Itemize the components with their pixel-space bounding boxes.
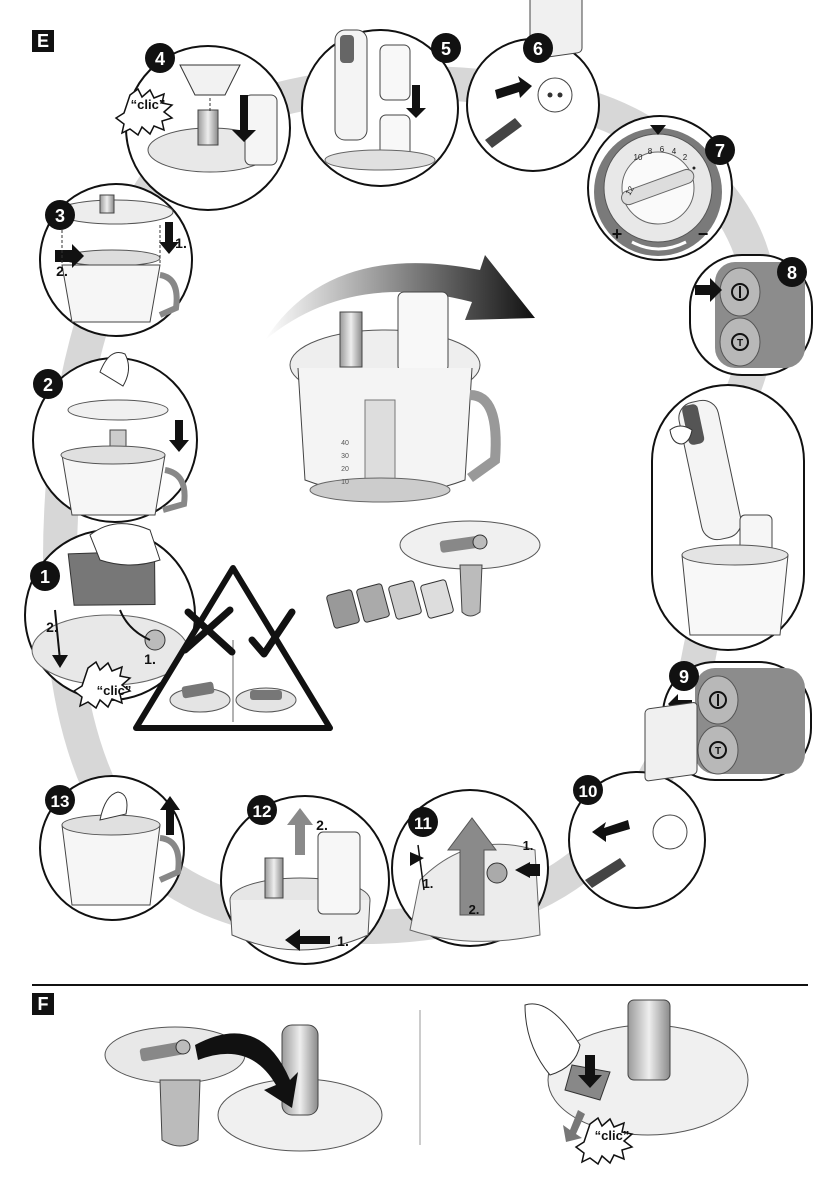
dial-tick-2: 2 — [683, 153, 688, 162]
cross-icon — [181, 606, 236, 656]
step-13-panel — [39, 775, 185, 921]
step-7-number: 7 — [715, 141, 725, 161]
step-8-number: 8 — [787, 263, 797, 283]
dial-tick-dot: ● — [692, 165, 696, 172]
center-rotate-arrow — [265, 255, 535, 340]
svg-text:T: T — [737, 338, 743, 349]
center-disc-and-inserts — [326, 520, 541, 629]
step-9-panel: T — [662, 661, 812, 781]
clic-label-f: “clic” — [595, 1128, 630, 1143]
dial-minus: − — [698, 224, 709, 244]
svg-text:T: T — [715, 746, 721, 757]
check-icon — [248, 608, 296, 658]
step-11-label-2: 2. — [469, 902, 480, 917]
step-12-label-1: 1. — [337, 933, 349, 949]
blender-on-processor-panel — [651, 384, 805, 651]
clic-label-4: “clic” — [131, 97, 166, 112]
dial-plus: + — [612, 224, 623, 244]
clic-burst-1 — [72, 660, 132, 710]
step-1-label-1: 1. — [144, 651, 156, 667]
step-8-panel: T — [689, 254, 813, 376]
step-11-label-1-right: 1. — [523, 838, 534, 853]
step-3-label-1: 1. — [175, 235, 187, 251]
step-4-number: 4 — [155, 49, 165, 69]
f-left-illustration — [104, 1024, 383, 1152]
step-6-panel — [466, 0, 600, 172]
step-13-number: 13 — [51, 792, 70, 811]
step-4-badge — [145, 43, 175, 73]
bowl-mark-20: 20 — [341, 466, 349, 473]
step-12-label-2: 2. — [316, 817, 328, 833]
step-5-panel — [301, 29, 459, 187]
step-1-panel — [24, 523, 196, 701]
clic-burst-4 — [114, 87, 174, 137]
step-1-label-2: 2. — [46, 619, 58, 635]
step-11-label-1-left: 1. — [423, 876, 434, 891]
step-3-label-2: 2. — [56, 263, 68, 279]
step-1-number: 1 — [40, 567, 50, 587]
step-9-number: 9 — [679, 667, 689, 687]
step-7-panel — [587, 115, 733, 261]
clic-label-1: “clic” — [97, 683, 132, 698]
dial-tick-4: 4 — [672, 147, 677, 156]
step-10-number: 10 — [579, 782, 598, 801]
step-3-number: 3 — [55, 206, 65, 226]
center-food-processor — [289, 291, 501, 503]
bowl-mark-30: 30 — [341, 453, 349, 460]
step-2-number: 2 — [43, 375, 53, 395]
step-10-panel — [568, 702, 706, 909]
step-2-panel — [32, 352, 198, 523]
step-3-panel — [39, 183, 193, 337]
step-5-number: 5 — [441, 39, 451, 59]
step-4-panel — [125, 45, 291, 211]
step-12-number: 12 — [253, 802, 272, 821]
section-e-label: E — [32, 30, 54, 52]
section-f-label: F — [32, 993, 54, 1015]
step-12-panel — [220, 795, 390, 965]
f-right-illustration — [524, 999, 749, 1142]
dial-tick-6: 6 — [660, 145, 665, 154]
bowl-mark-40: 40 — [341, 440, 349, 447]
bowl-mark-10: 10 — [341, 479, 349, 486]
step-6-number: 6 — [533, 39, 543, 59]
step-11-number: 11 — [414, 814, 432, 833]
dial-tick-8: 8 — [648, 147, 653, 156]
clic-burst-f — [574, 1116, 634, 1166]
warning-triangle-icon — [133, 565, 333, 731]
dial-tick-10: 10 — [634, 153, 643, 162]
